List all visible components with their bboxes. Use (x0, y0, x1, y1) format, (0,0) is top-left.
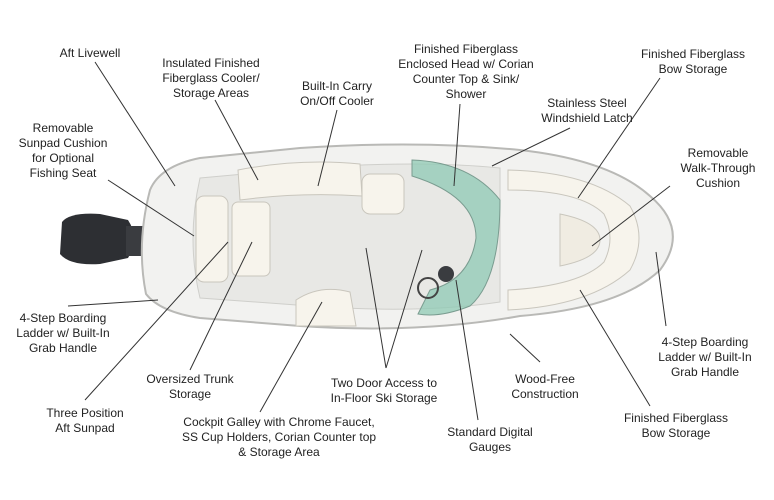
label-ladder-left: 4-Step Boarding Ladder w/ Built-In Grab … (16, 311, 110, 355)
label-wood-free: Wood-Free Construction (511, 372, 579, 401)
label-bow-storage-bottom: Finished Fiberglass Bow Storage (623, 411, 729, 440)
cockpit-galley (295, 288, 357, 327)
label-enclosed-head: Finished Fiberglass Enclosed Head w/ Cor… (398, 42, 534, 101)
helm-seat (361, 173, 405, 215)
windshield-glass (411, 159, 501, 316)
label-windshield-latch: Stainless Steel Windshield Latch (541, 96, 633, 125)
label-ladder-right: 4-Step Boarding Ladder w/ Built-In Grab … (658, 335, 752, 379)
label-sunpad-cushion: Removable Sunpad Cushion for Optional Fi… (18, 121, 108, 180)
label-cockpit-galley: Cockpit Galley with Chrome Faucet, SS Cu… (181, 415, 377, 459)
label-aft-sunpad: Three Position Aft Sunpad (46, 406, 124, 435)
label-digital-gauges: Standard Digital Gauges (447, 425, 533, 454)
leader-lines (67, 61, 671, 421)
steering-wheel (417, 277, 439, 299)
bow-seating (507, 169, 640, 311)
label-aft-livewell: Aft Livewell (59, 46, 121, 60)
label-walkthrough-cushion: Removable Walk-Through Cushion (680, 146, 756, 190)
label-carry-cooler: Built-In Carry On/Off Cooler (300, 79, 374, 108)
label-trunk-storage: Oversized Trunk Storage (146, 372, 234, 401)
side-seat-top (237, 161, 363, 201)
aft-sunpad-seat (195, 195, 271, 283)
label-insulated-cooler: Insulated Finished Fiberglass Cooler/ St… (162, 56, 260, 100)
label-ski-storage: Two Door Access to In-Floor Ski Storage (330, 376, 438, 405)
gauge-cluster (438, 266, 454, 282)
label-bow-storage-top: Finished Fiberglass Bow Storage (640, 47, 746, 76)
